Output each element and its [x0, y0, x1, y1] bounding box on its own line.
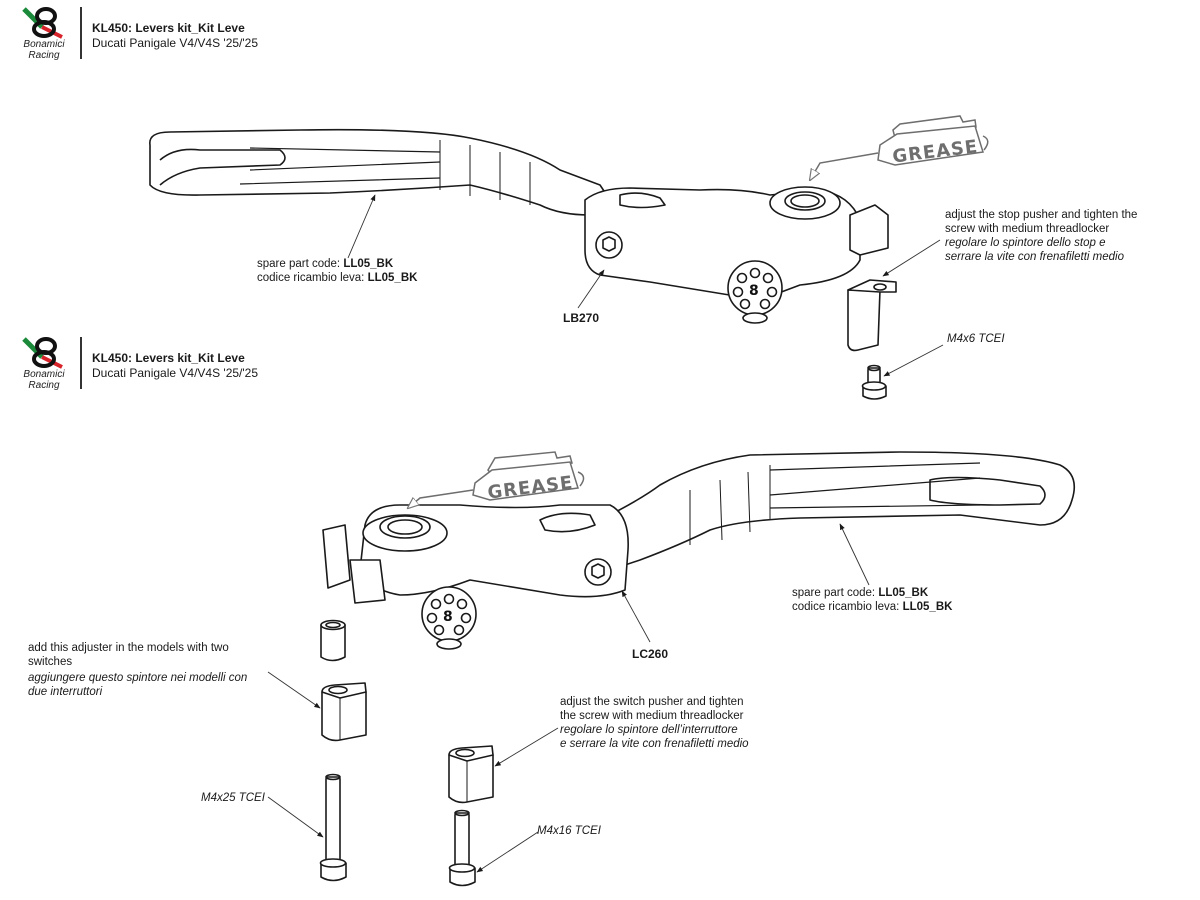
switch-note-en-line1: adjust the switch pusher and tighten — [560, 696, 744, 708]
model-subtitle: Ducati Panigale V4/V4S '25/'25 — [92, 36, 259, 50]
screw-label-m4x16: M4x16 TCEI — [537, 825, 601, 837]
svg-text:8: 8 — [443, 609, 453, 625]
switch-pusher-block — [448, 745, 494, 804]
clutch-adjuster-knob: 8 — [421, 586, 477, 650]
screw-m4x25 — [319, 773, 347, 882]
spare-part-prefix-en: spare part code: — [257, 258, 344, 270]
leader-switch-pusher — [494, 727, 559, 767]
header-block-bottom: Bonamici Racing KL450: Levers kit_Kit Le… — [14, 333, 314, 391]
part-code-lb270: LB270 — [563, 311, 600, 325]
spare-part-code-it: LL05_BK — [367, 272, 418, 284]
kit-title: KL450: Levers kit_Kit Leve — [92, 21, 245, 35]
leader-adjuster — [267, 671, 321, 709]
stop-pusher-plate — [847, 279, 897, 352]
spare-part-prefix-it: codice ricambio leva: — [257, 272, 368, 284]
spacer-bushing — [320, 619, 346, 662]
leader-bottom-spare-part — [839, 523, 870, 586]
adjuster-note: add this adjuster in the models with two… — [28, 641, 247, 699]
adjuster-note-en-line1: add this adjuster in the models with two — [28, 642, 229, 654]
brand-name-line2: Racing — [28, 50, 60, 61]
leader-top-spare-part — [347, 194, 376, 259]
switch-note-en-line2: the screw with medium threadlocker — [560, 710, 744, 722]
spare-part-prefix-en: spare part code: — [792, 587, 879, 599]
clutch-lever-drawing: 8 — [319, 451, 1076, 887]
brake-lever-blade — [149, 128, 611, 216]
brand-name-line1: Bonamici — [23, 39, 65, 50]
bonamici-logo-icon — [22, 337, 63, 369]
leader-m4x16 — [476, 831, 539, 873]
bonamici-logo-icon — [22, 7, 63, 39]
stop-note-it-line2: serrare la vite con frenafiletti medio — [945, 251, 1124, 263]
leader-stop-pusher — [882, 239, 941, 277]
adjuster-note-it-line1: aggiungere questo spintore nei modelli c… — [28, 672, 248, 684]
spare-part-code-it: LL05_BK — [902, 601, 953, 613]
screw-m4x16 — [448, 809, 476, 887]
brake-spare-part-note: spare part code: LL05_BK codice ricambio… — [257, 257, 417, 285]
kit-title: KL450: Levers kit_Kit Leve — [92, 351, 245, 365]
header-block-top: Bonamici Racing KL450: Levers kit_Kit Le… — [14, 3, 314, 61]
switch-pusher-note: adjust the switch pusher and tighten the… — [560, 695, 749, 751]
switch-note-it-line1: regolare lo spintore dell’interruttore — [560, 724, 738, 736]
screw-label-m4x25: M4x25 TCEI — [201, 792, 265, 804]
brand-name-line2: Racing — [28, 380, 60, 391]
adjuster-note-it-line2: due interruttori — [28, 686, 103, 698]
spare-part-code-en: LL05_BK — [878, 587, 929, 599]
adjuster-block-two-switches — [321, 682, 367, 742]
leader-m4x6 — [883, 344, 944, 377]
stop-pusher-note: adjust the stop pusher and tighten the s… — [945, 208, 1137, 264]
grease-tag-top: GREASE — [810, 115, 989, 180]
clutch-lever-blade — [599, 451, 1076, 571]
brake-adjuster-knob: 8 — [727, 260, 783, 324]
svg-text:8: 8 — [749, 283, 759, 299]
clutch-spare-part-note: spare part code: LL05_BK codice ricambio… — [792, 586, 952, 614]
leader-lines — [267, 194, 944, 873]
part-code-lc260: LC260 — [632, 647, 669, 661]
grease-tag-bottom: GREASE — [408, 451, 585, 508]
stop-note-it-line1: regolare lo spintore dello stop e — [945, 237, 1106, 249]
header-divider — [80, 7, 82, 59]
stop-note-en-line2: screw with medium threadlocker — [945, 223, 1110, 235]
adjuster-note-en-line2: switches — [28, 656, 73, 668]
leader-lc260 — [621, 590, 651, 643]
leader-lb270 — [577, 269, 605, 309]
stop-note-en-line1: adjust the stop pusher and tighten the — [945, 209, 1138, 221]
switch-note-it-line2: e serrare la vite con frenafiletti medio — [560, 738, 749, 750]
screw-m4x6 — [861, 364, 887, 400]
brand-logo: Bonamici Racing — [14, 333, 74, 391]
screw-label-m4x6: M4x6 TCEI — [947, 333, 1005, 345]
spare-part-code-en: LL05_BK — [343, 258, 394, 270]
leader-m4x25 — [267, 796, 324, 838]
brand-logo: Bonamici Racing — [14, 3, 74, 61]
spare-part-prefix-it: codice ricambio leva: — [792, 601, 903, 613]
brand-name-line1: Bonamici — [23, 369, 65, 380]
header-divider — [80, 337, 82, 389]
brake-lever-drawing: 8 — [149, 128, 897, 400]
model-subtitle: Ducati Panigale V4/V4S '25/'25 — [92, 366, 259, 380]
